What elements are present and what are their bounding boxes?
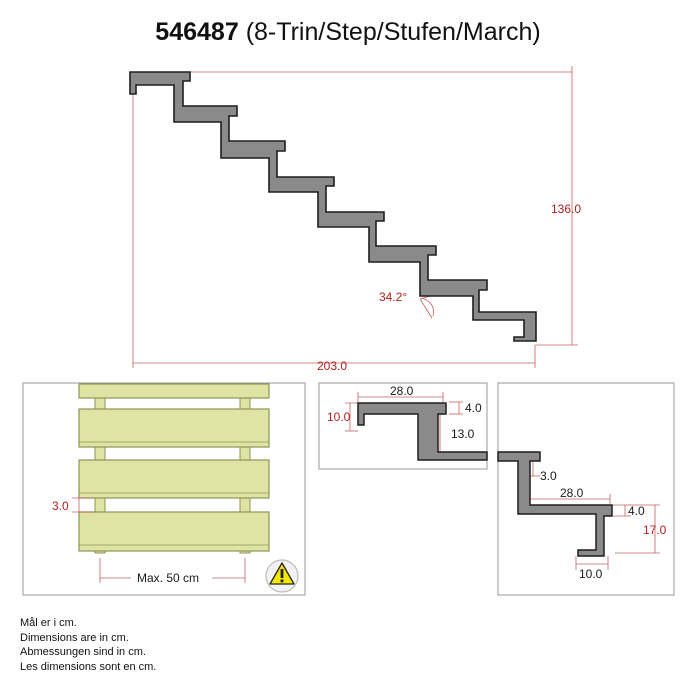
note-french: Les dimensions sont en cm. bbox=[20, 660, 157, 673]
note-english: Dimensions are in cm. bbox=[20, 631, 129, 644]
warning-icon bbox=[265, 559, 299, 593]
right-rise-offset-label: 3.0 bbox=[540, 469, 557, 483]
tread-boards bbox=[78, 383, 270, 552]
spacing-dimension-label: Max. 50 cm bbox=[137, 571, 199, 585]
note-german: Abmessungen sind in cm. bbox=[20, 646, 146, 658]
panel-mid-top-step-detail: 28.0 10.0 4.0 13.0 bbox=[318, 382, 488, 470]
angle-dimension-label: 34.2° bbox=[379, 290, 407, 304]
gap-dimension-label: 3.0 bbox=[52, 499, 69, 513]
right-tread-thickness-label: 4.0 bbox=[628, 504, 645, 518]
right-foot-width-label: 10.0 bbox=[579, 567, 603, 581]
product-description: (8-Trin/Step/Stufen/March) bbox=[245, 18, 541, 46]
right-bottom-height-label: 17.0 bbox=[643, 523, 667, 537]
spacing-dimension-lines bbox=[99, 558, 246, 583]
mid-dimension-lines bbox=[345, 392, 478, 453]
right-dimension-lines bbox=[523, 460, 660, 570]
mid-tread-depth-label: 28.0 bbox=[390, 384, 414, 398]
gap-dimension-lines bbox=[72, 497, 93, 513]
tread-shading bbox=[79, 441, 269, 546]
page-title: 546487 (8-Trin/Step/Stufen/March) bbox=[0, 18, 696, 47]
mid-tread-thickness-label: 4.0 bbox=[465, 401, 482, 415]
right-tread-depth-label: 28.0 bbox=[560, 486, 584, 500]
height-dimension-label: 136.0 bbox=[551, 202, 581, 216]
note-danish: Mål er i cm. bbox=[20, 617, 77, 629]
length-dimension-label: 203.0 bbox=[317, 359, 347, 373]
panel-right-bottom-step-detail: 3.0 28.0 4.0 17.0 10.0 bbox=[497, 382, 675, 596]
panel-left-tread-layout: 3.0 Max. 50 cm bbox=[22, 382, 306, 596]
mid-nose-height-label: 10.0 bbox=[327, 410, 351, 424]
mid-rise-offset-label: 13.0 bbox=[451, 427, 475, 441]
right-stringer-body bbox=[497, 451, 613, 557]
stringer-body bbox=[129, 71, 537, 342]
units-notes: Mål er i cm. Dimensions are in cm. Abmes… bbox=[20, 616, 156, 674]
main-stringer-drawing: 136.0 203.0 34.2° bbox=[129, 66, 581, 373]
mid-stringer-body bbox=[357, 402, 488, 461]
product-code: 546487 bbox=[155, 18, 239, 46]
